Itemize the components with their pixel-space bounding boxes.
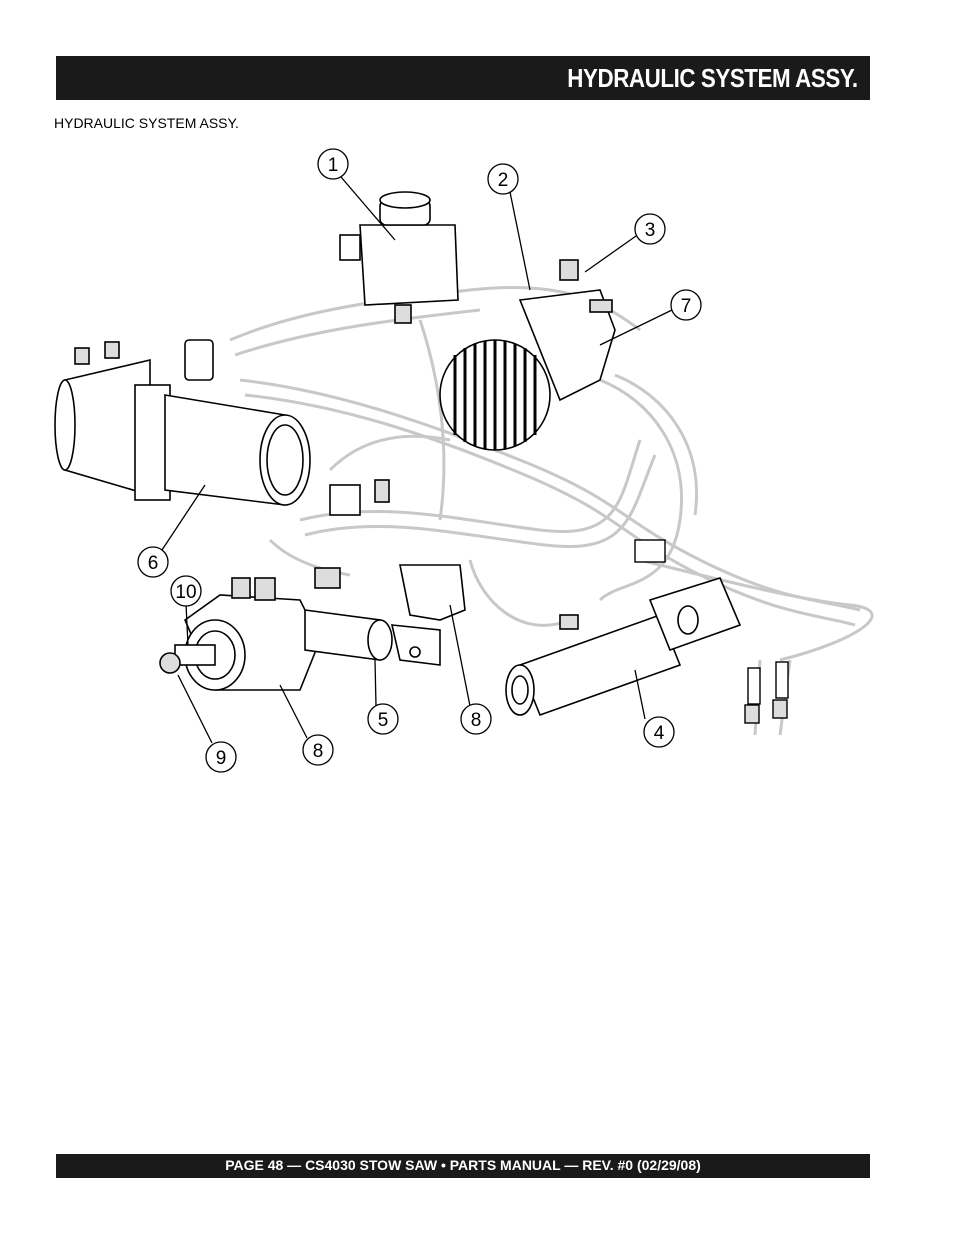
callout-label: 5 [378,710,389,731]
callout-label: 4 [654,723,665,744]
valve-part [329,479,466,621]
page-title: HYDRAULIC SYSTEM ASSY. [567,63,859,93]
gear-pump-part [159,577,321,691]
pump-part [439,259,616,451]
callout-label: 9 [216,748,227,769]
motor-part [54,339,311,506]
callout-label: 2 [498,170,509,191]
callout-label: 8 [313,741,324,762]
large-cylinder-part [505,577,742,717]
callout-label: 1 [328,155,339,176]
callout-label: 6 [148,553,159,574]
footer-bar: PAGE 48 — CS4030 STOW SAW • PARTS MANUAL… [56,1154,870,1178]
callout-labels: 1 2 3 7 6 10 5 8 4 9 8 [148,155,692,769]
reservoir-part [339,191,459,324]
callout-label: 7 [681,296,692,317]
figure-subtitle: HYDRAULIC SYSTEM ASSY. [54,115,239,131]
callout-circles [137,148,702,773]
callout-label: 3 [645,220,656,241]
leader-lines [161,176,673,744]
header-bar: HYDRAULIC SYSTEM ASSY. [56,56,870,100]
footer-text: PAGE 48 — CS4030 STOW SAW • PARTS MANUAL… [225,1157,701,1173]
hose-lines [229,285,874,736]
small-cylinder-part [304,567,441,666]
callout-label: 8 [471,710,482,731]
callout-label: 10 [175,582,196,603]
hose-fittings [634,539,789,724]
